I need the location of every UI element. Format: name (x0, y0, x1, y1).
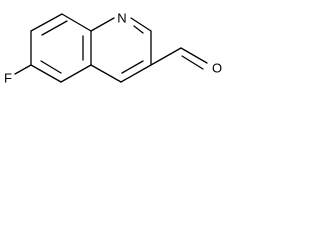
benzene-ring (30, 13, 92, 83)
bond (90, 64, 122, 83)
bond (121, 60, 144, 74)
nitrogen-atom-label: N (117, 11, 126, 26)
aldehyde-group (150, 47, 208, 70)
bond (130, 17, 152, 32)
bond (60, 64, 92, 83)
pyridine-ring (90, 17, 152, 83)
bond (133, 25, 144, 34)
bond (120, 64, 152, 83)
bond (61, 13, 92, 32)
bond-to-fluorine (14, 64, 32, 75)
bond (30, 64, 62, 83)
bond (150, 47, 182, 66)
bond (40, 60, 62, 74)
bond (180, 47, 208, 64)
bond (30, 13, 63, 32)
bond (90, 17, 115, 32)
oxygen-atom-label: O (212, 61, 222, 76)
bond (41, 20, 68, 36)
bond (181, 55, 204, 70)
fluorine-atom-label: F (4, 71, 12, 86)
quinoline-carbaldehyde-structure: N F O (4, 11, 222, 86)
